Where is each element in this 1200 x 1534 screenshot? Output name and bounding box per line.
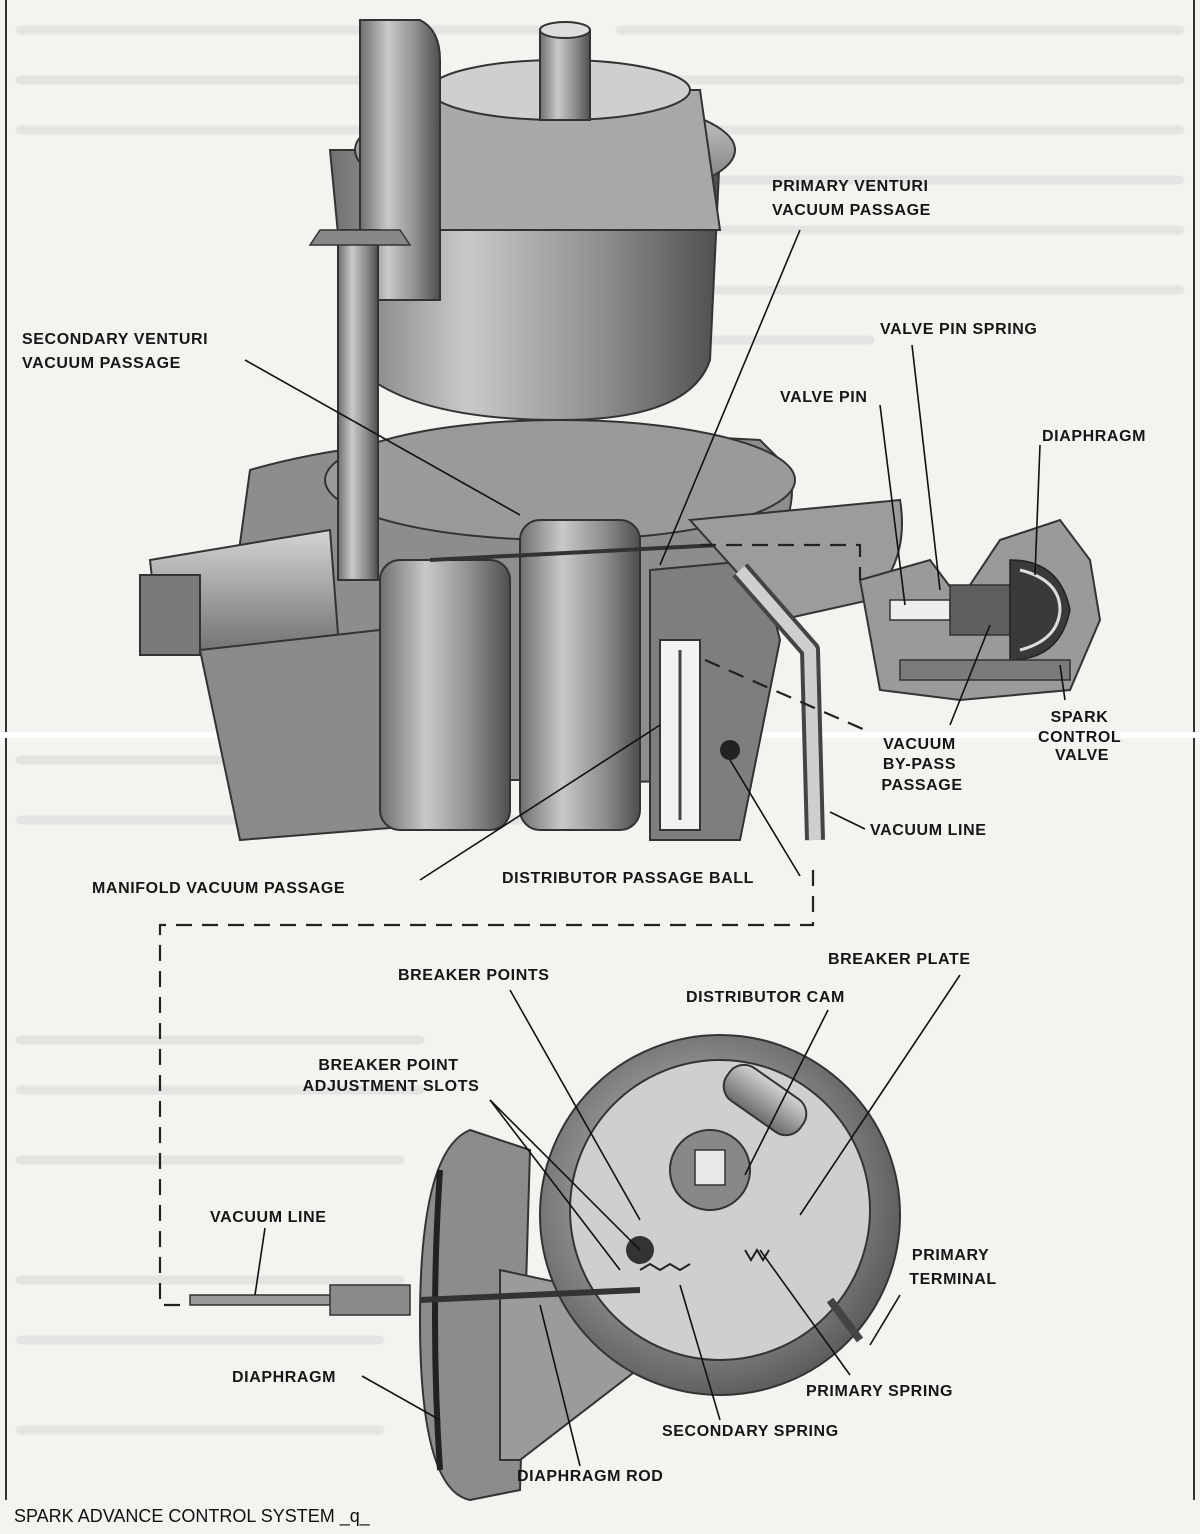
label-primary-terminal: PRIMARY TERMINAL — [909, 1247, 996, 1288]
carburetor-illustration — [139, 19, 903, 842]
label-distributor-passage-ball: DISTRIBUTOR PASSAGE BALL — [502, 870, 754, 887]
label-breaker-point-adjustment-slots: BREAKER POINT ADJUSTMENT SLOTS — [303, 1057, 480, 1095]
label-breaker-plate: BREAKER PLATE — [828, 951, 971, 968]
label-primary-venturi-vacuum-passage: PRIMARY VENTURI VACUUM PASSAGE — [772, 178, 934, 219]
dashed-connectors — [158, 543, 866, 1307]
label-vacuum-line-top: VACUUM LINE — [870, 822, 987, 839]
distributor-illustration — [189, 1034, 901, 1502]
label-vacuum-line-bottom: VACUUM LINE — [210, 1209, 327, 1226]
label-diaphragm-bottom: DIAPHRAGM — [232, 1369, 336, 1386]
label-valve-pin-spring: VALVE PIN SPRING — [880, 321, 1037, 338]
label-diaphragm-top: DIAPHRAGM — [1042, 428, 1146, 445]
figure-caption: SPARK ADVANCE CONTROL SYSTEM _q_ — [14, 1506, 370, 1526]
label-vacuum-bypass-passage: VACUUM BY-PASS PASSAGE — [881, 736, 962, 794]
label-breaker-points: BREAKER POINTS — [398, 967, 550, 984]
label-valve-pin: VALVE PIN — [780, 389, 868, 406]
leader-lines — [244, 229, 1066, 1467]
label-spark-control-valve: SPARK CONTROL VALVE — [1038, 709, 1126, 764]
label-secondary-venturi-vacuum-passage: SECONDARY VENTURI VACUUM PASSAGE — [22, 331, 213, 372]
spark-control-valve-illustration — [858, 518, 1102, 702]
label-primary-spring: PRIMARY SPRING — [806, 1383, 953, 1400]
label-manifold-vacuum-passage: MANIFOLD VACUUM PASSAGE — [92, 880, 345, 897]
label-secondary-spring: SECONDARY SPRING — [662, 1423, 839, 1440]
label-diaphragm-rod: DIAPHRAGM ROD — [517, 1468, 663, 1485]
label-distributor-cam: DISTRIBUTOR CAM — [686, 989, 845, 1006]
